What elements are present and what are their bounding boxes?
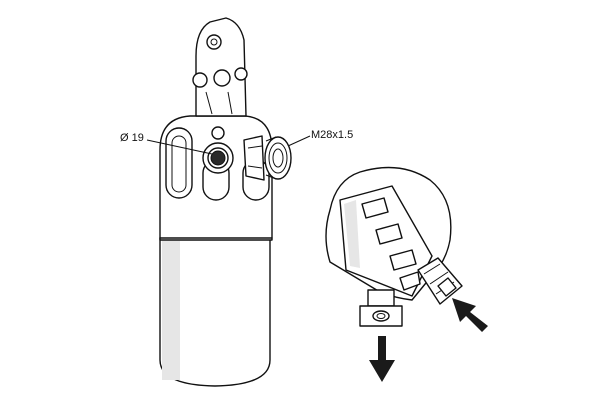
outlet-thread-label: M28x1.5 bbox=[311, 129, 353, 141]
outlet-leader-line bbox=[287, 135, 311, 147]
bracket-hole-right bbox=[234, 67, 248, 81]
top-slot-4 bbox=[399, 271, 421, 291]
bracket-rib bbox=[205, 91, 233, 115]
drier-main-view: Ø 19 M28x1.5 bbox=[120, 17, 353, 387]
drier-top-view bbox=[325, 166, 488, 382]
bracket-hole-left bbox=[192, 72, 208, 88]
inlet-leader-line bbox=[146, 139, 213, 155]
inlet-port-hole bbox=[210, 150, 226, 166]
fitting-hex bbox=[243, 135, 265, 181]
bracket-hole-top bbox=[206, 34, 222, 50]
head-groove-left bbox=[165, 127, 193, 199]
top-view-side-fitting bbox=[417, 257, 463, 305]
top-slot-1 bbox=[361, 197, 389, 219]
outlet-flow-arrow-down bbox=[369, 336, 395, 382]
top-view-bottom-port bbox=[359, 289, 403, 327]
top-slot-2 bbox=[375, 223, 403, 245]
inlet-port-stud bbox=[211, 126, 225, 140]
top-view-face-shading bbox=[344, 200, 360, 268]
outlet-fitting bbox=[243, 135, 292, 181]
bracket-hole-top-inner bbox=[210, 38, 218, 46]
inlet-flow-arrow-diagonal bbox=[452, 298, 488, 332]
bracket-hole-mid bbox=[213, 69, 231, 87]
body-shading bbox=[162, 240, 180, 380]
inlet-diameter-label: Ø 19 bbox=[120, 132, 144, 144]
mounting-bracket bbox=[195, 17, 247, 117]
top-slot-3 bbox=[389, 249, 417, 271]
head-groove-left-inner bbox=[171, 135, 187, 193]
